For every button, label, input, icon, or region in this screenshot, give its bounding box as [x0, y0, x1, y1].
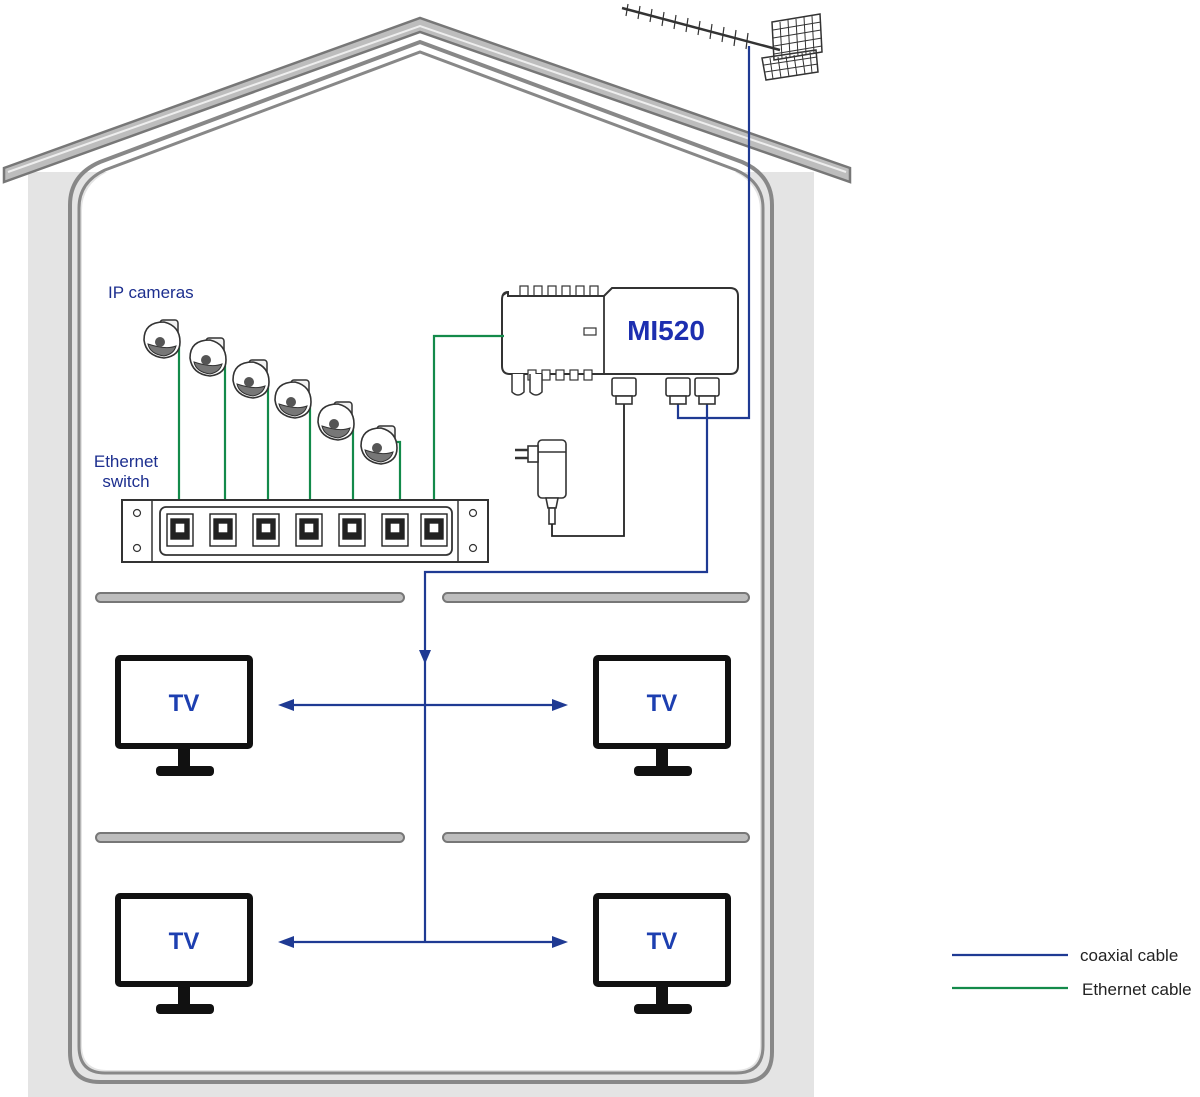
tv-lower-left: TV: [115, 893, 253, 1014]
arrow-down: [419, 650, 431, 664]
tv-upper-left: TV: [115, 655, 253, 776]
tv-monitor-icon: [593, 655, 731, 776]
ip-cameras: [143, 319, 398, 465]
switch-ports: [166, 513, 448, 547]
tv-monitor-icon: [115, 655, 253, 776]
dome-camera-icon: [189, 337, 227, 377]
legend-ethernet-label: Ethernet cable: [1082, 980, 1192, 999]
coax-antenna-to-amplifier: [676, 46, 751, 420]
dome-camera-icon: [274, 379, 312, 419]
legend-coax-label: coaxial cable: [1080, 946, 1178, 965]
tv-monitor-icon: [115, 893, 253, 1014]
f-connectors: [611, 377, 720, 405]
coaxial-cables: [290, 46, 751, 944]
tv-upper-right: TV: [593, 655, 731, 776]
power-adapter-icon: [515, 404, 625, 537]
arrow-left-upper: [278, 699, 294, 711]
house-outline-inner: [77, 50, 765, 1075]
arrow-right-upper: [552, 699, 568, 711]
legend: coaxial cable Ethernet cable: [952, 946, 1192, 999]
ethernet-switch-label-line2: switch: [102, 472, 149, 491]
dome-camera-icon: [232, 359, 270, 399]
antenna-icon: [621, 3, 823, 81]
dome-camera-icon: [360, 425, 398, 465]
floor-upper: [95, 592, 750, 603]
arrow-right-lower: [552, 936, 568, 948]
tv-lower-right: TV: [593, 893, 731, 1014]
amplifier-mi520: MI520: [501, 285, 739, 405]
amplifier-model-label: MI520: [627, 315, 705, 346]
dome-camera-icon: [317, 401, 355, 441]
house-outline-outer: [68, 39, 774, 1084]
ethernet-cam6: [396, 440, 402, 520]
tv-label: TV: [169, 928, 200, 955]
floor-lower: [95, 832, 750, 843]
tv-label: TV: [169, 690, 200, 717]
dome-camera-icon: [143, 319, 181, 359]
tv-monitor-icon: [593, 893, 731, 1014]
tv-label: TV: [647, 928, 678, 955]
arrow-left-lower: [278, 936, 294, 948]
ethernet-switch-icon: [121, 499, 489, 563]
roof: [2, 16, 852, 184]
ip-cameras-label: IP cameras: [108, 283, 194, 302]
ethernet-amplifier-uplink: [432, 334, 504, 520]
tv-label: TV: [647, 690, 678, 717]
ethernet-switch-label-line1: Ethernet: [94, 452, 159, 471]
coax-arrowheads: [278, 650, 568, 948]
coax-amplifier-to-tvs: [423, 398, 709, 655]
